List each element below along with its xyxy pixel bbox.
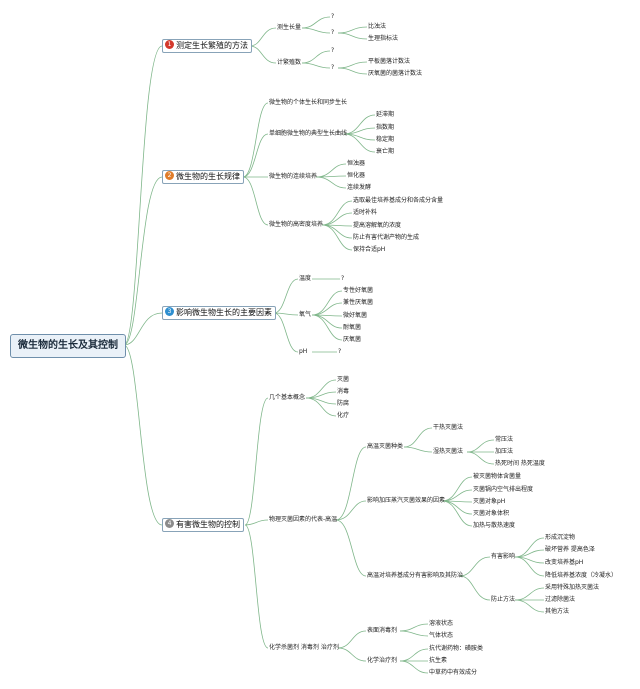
node-continuous-culture[interactable]: 微生物的连续培养 — [269, 173, 318, 180]
node-placeholder[interactable]: ? — [331, 64, 335, 71]
node-placeholder[interactable]: ? — [338, 348, 342, 355]
node-medium-harm[interactable]: 高温对培养基成分有害影响及其防治 — [367, 572, 464, 579]
node-log-phase[interactable]: 指数期 — [376, 124, 395, 131]
node-placeholder[interactable]: ? — [331, 29, 335, 36]
node-measure-amount[interactable]: 测生长量 — [277, 24, 302, 31]
node-obligate-aerobe[interactable]: 专性好氧菌 — [343, 287, 374, 294]
branch-title: 微生物的生长规律 — [176, 172, 240, 181]
node-liquid-state[interactable]: 溶液状态 — [429, 620, 454, 627]
node-other-methods[interactable]: 其他方法 — [545, 608, 570, 615]
node-turbidimetry[interactable]: 比浊法 — [368, 23, 387, 30]
node-aerotolerant[interactable]: 耐氧菌 — [343, 324, 362, 331]
node-microaerophile[interactable]: 微好氧菌 — [343, 312, 368, 319]
branch-title: 有害微生物的控制 — [176, 520, 240, 529]
node-anaerobe-count[interactable]: 厌氧菌的菌落计数法 — [368, 70, 423, 77]
node-thermal-death[interactable]: 热死时间 热死温度 — [495, 460, 545, 467]
node-facultative-anaerobe[interactable]: 兼性厌氧菌 — [343, 299, 374, 306]
node-sulfonamides[interactable]: 抗代谢药物：磺胺类 — [429, 645, 484, 652]
node-heat-sterilization-types[interactable]: 高温灭菌种类 — [367, 443, 404, 450]
node-anaerobe[interactable]: 厌氧菌 — [343, 336, 362, 343]
node-high-temperature[interactable]: 物理灭菌因素的代表-高温 — [269, 516, 338, 523]
node-individual-growth[interactable]: 微生物的个体生长和同步生长 — [269, 99, 348, 106]
node-growth-curve[interactable]: 单细胞微生物的典型生长曲线 — [269, 130, 348, 137]
node-optimal-medium[interactable]: 选取最佳培养基成分和各成分含量 — [353, 197, 444, 204]
node-stationary-phase[interactable]: 稳定期 — [376, 136, 395, 143]
node-chemotherapy[interactable]: 化疗 — [337, 412, 350, 419]
number-badge-3: 3 — [165, 307, 174, 316]
node-prevent-metabolites[interactable]: 防止有害代谢产物的生成 — [353, 234, 420, 241]
node-sterilization[interactable]: 灭菌 — [337, 376, 350, 383]
node-air-removal[interactable]: 灭菌锅内空气排出程度 — [473, 486, 534, 493]
node-dissolved-oxygen[interactable]: 提高溶解氧的浓度 — [353, 222, 402, 229]
node-autoclave-factors[interactable]: 影响加压蒸汽灭菌效果的因素 — [367, 497, 446, 504]
node-fed-batch[interactable]: 适时补料 — [353, 209, 378, 216]
node-keep-ph[interactable]: 保持合适pH — [353, 246, 386, 253]
node-harmful-effects[interactable]: 有害影响 — [491, 553, 516, 560]
node-disinfection[interactable]: 消毒 — [337, 388, 350, 395]
node-physiological-index[interactable]: 生理指标法 — [368, 35, 399, 42]
node-object-ph[interactable]: 灭菌对象pH — [473, 498, 506, 505]
branch-title: 影响微生物生长的主要因素 — [176, 308, 272, 317]
node-lag-phase[interactable]: 延滞期 — [376, 111, 395, 118]
node-precipitate[interactable]: 形成沉淀物 — [545, 534, 576, 541]
node-microbial-load[interactable]: 被灭菌物体含菌量 — [473, 473, 522, 480]
node-basic-concepts[interactable]: 几个基本概念 — [269, 394, 306, 401]
node-plate-count[interactable]: 平板菌落计数法 — [368, 58, 411, 65]
root-topic[interactable]: 微生物的生长及其控制 — [10, 334, 126, 358]
node-count-reproduction[interactable]: 计繁殖数 — [277, 59, 302, 66]
node-gas-state[interactable]: 气体状态 — [429, 632, 454, 639]
node-chemical-agents[interactable]: 化学杀菌剂 消毒剂 治疗剂 — [269, 644, 339, 651]
node-placeholder[interactable]: ? — [331, 13, 335, 20]
node-dry-heat[interactable]: 干热灭菌法 — [433, 424, 464, 431]
node-chemotherapeutic[interactable]: 化学治疗剂 — [367, 657, 398, 664]
node-placeholder[interactable]: ? — [341, 275, 345, 282]
node-special-heating[interactable]: 采用特殊加热灭菌法 — [545, 584, 600, 591]
number-badge-2: 2 — [165, 171, 174, 180]
node-antisepsis[interactable]: 防腐 — [337, 400, 350, 407]
node-surface-disinfectant[interactable]: 表面消毒剂 — [367, 627, 398, 634]
node-continuous-fermentation[interactable]: 连续发酵 — [347, 184, 372, 191]
node-prevention[interactable]: 防止方法 — [491, 596, 516, 603]
node-high-density-culture[interactable]: 微生物的高密度培养 — [269, 221, 324, 228]
number-badge-4: 4 — [165, 519, 174, 528]
node-autoclave[interactable]: 加压法 — [495, 448, 514, 455]
node-nutrient-damage[interactable]: 破坏营养 提高色泽 — [545, 546, 595, 553]
node-ph-change[interactable]: 改变培养基pH — [545, 559, 584, 566]
node-ph[interactable]: pH — [299, 348, 308, 355]
node-oxygen[interactable]: 氧气 — [299, 311, 312, 318]
node-turbidostat[interactable]: 恒浊器 — [347, 160, 366, 167]
node-herbal-ingredients[interactable]: 中草药中有效成分 — [429, 669, 478, 676]
node-heating-rate[interactable]: 加热与散热速度 — [473, 522, 516, 529]
node-antibiotics[interactable]: 抗生素 — [429, 657, 448, 664]
node-filtration[interactable]: 过滤除菌法 — [545, 596, 576, 603]
node-moist-heat[interactable]: 湿热灭菌法 — [433, 448, 464, 455]
node-decline-phase[interactable]: 衰亡期 — [376, 148, 395, 155]
branch-title: 测定生长繁殖的方法 — [176, 41, 248, 50]
number-badge-1: 1 — [165, 40, 174, 49]
node-dilution[interactable]: 降低培养基浓度（冷凝水） — [545, 572, 618, 579]
node-placeholder[interactable]: ? — [331, 47, 335, 54]
node-normal-pressure[interactable]: 常压法 — [495, 436, 514, 443]
node-temperature[interactable]: 温度 — [299, 275, 312, 282]
node-chemostat[interactable]: 恒化器 — [347, 172, 366, 179]
node-object-volume[interactable]: 灭菌对象体积 — [473, 510, 510, 517]
